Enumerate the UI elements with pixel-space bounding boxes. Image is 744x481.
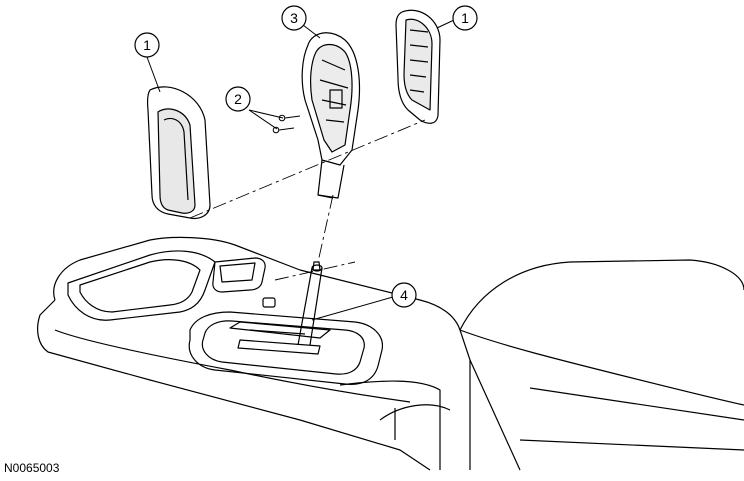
callout-2: 2: [225, 86, 251, 112]
callout-4: 4: [391, 282, 417, 308]
shift-knob-assembly: [301, 32, 361, 199]
screws: [272, 114, 301, 134]
center-console: [37, 236, 471, 471]
callout-number: 1: [461, 10, 469, 26]
shift-knob-cover-left: [147, 86, 211, 220]
callout-1-left: 1: [134, 32, 160, 58]
callout-1-right: 1: [452, 5, 478, 31]
armrest: [459, 259, 744, 471]
figure-id: N0065003: [4, 461, 60, 475]
callout-number: 2: [234, 91, 242, 107]
alignment-centerlines: [189, 119, 426, 281]
shift-lever-shaft: [297, 261, 323, 346]
callout-number: 4: [400, 287, 408, 303]
callout-number: 3: [290, 10, 298, 26]
shift-knob-cover-right: [395, 9, 441, 124]
callout-number: 1: [143, 37, 151, 53]
callout-leaders: [146, 19, 455, 321]
callout-3: 3: [281, 5, 307, 31]
